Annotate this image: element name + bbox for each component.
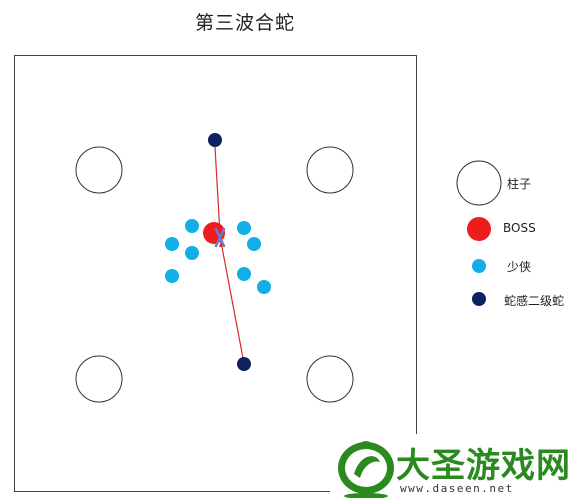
legend-snake-symbol [472, 292, 486, 306]
watermark-brand: 大圣游戏网 [396, 446, 571, 486]
ally-marker [165, 237, 179, 251]
pillar-top-left [75, 146, 123, 194]
watermark-url: www.daseen.net [400, 482, 514, 495]
pillar-top-right [306, 146, 354, 194]
snake-bottom-path-arrow [218, 240, 244, 359]
legend-pillar-symbol [456, 160, 502, 206]
site-watermark: 大圣游戏网 www.daseen.net [330, 434, 576, 498]
snake-marker-bottom [237, 357, 251, 371]
legend-boss-symbol [467, 217, 491, 241]
ally-marker [237, 267, 251, 281]
legend-ally-label: 少侠 [507, 260, 532, 274]
ally-marker [185, 219, 199, 233]
legend-snake-label: 蛇感二级蛇 [504, 294, 565, 308]
merge-cross-marker [214, 227, 226, 248]
ally-marker [165, 269, 179, 283]
legend-boss-label: BOSS [503, 221, 536, 235]
diagram-title: 第三波合蛇 [194, 12, 295, 34]
legend-ally-symbol [472, 259, 486, 273]
snake-marker-top [208, 133, 222, 147]
pillar-bottom-right [306, 355, 354, 403]
legend-pillar-label: 柱子 [507, 177, 532, 191]
ally-marker [257, 280, 271, 294]
ally-marker [185, 246, 199, 260]
arena-frame [14, 55, 417, 492]
pillar-bottom-left [75, 355, 123, 403]
snake-top-path-arrow [214, 146, 223, 236]
ally-marker [247, 237, 261, 251]
brand-logo-icon [338, 441, 394, 498]
ally-marker [237, 221, 251, 235]
